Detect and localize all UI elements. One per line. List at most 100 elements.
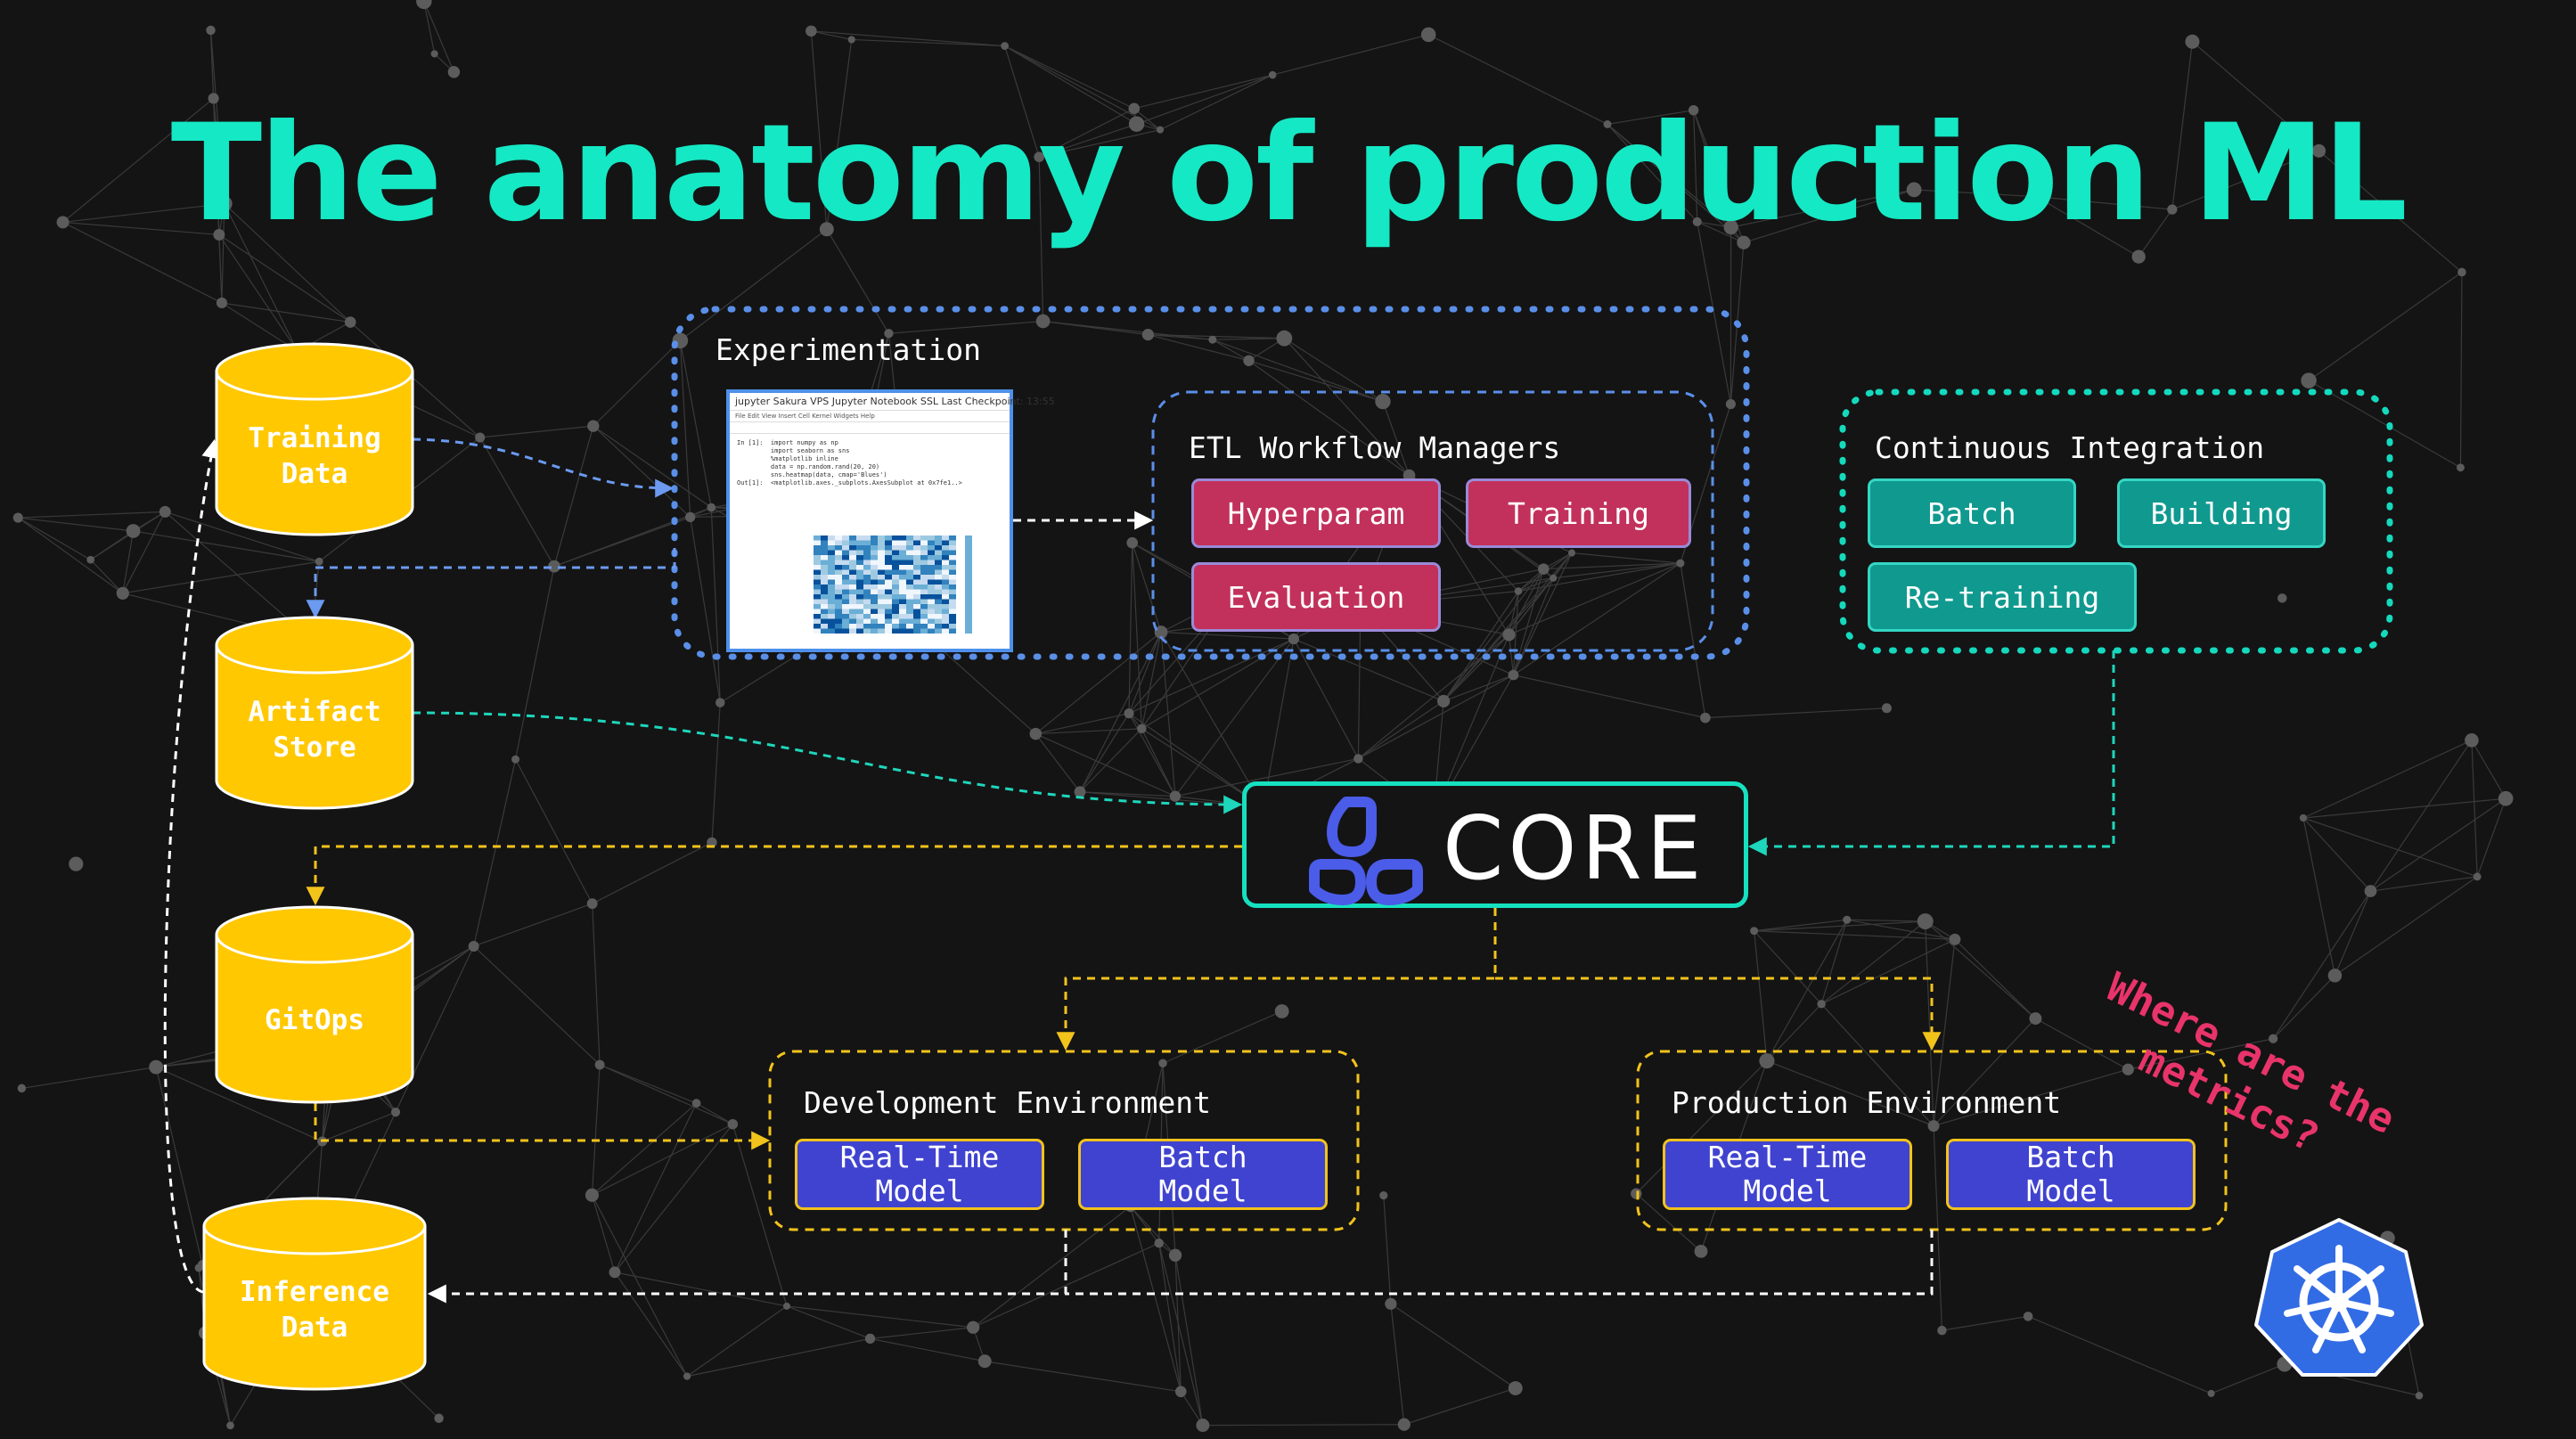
network-line <box>1942 1315 2029 1331</box>
heatmap-cell <box>885 560 892 565</box>
heatmap-cell <box>885 550 892 555</box>
heatmap-cell <box>842 545 849 551</box>
heatmap-cell <box>920 545 928 551</box>
network-line <box>1607 110 1694 126</box>
network-line <box>218 234 223 303</box>
heatmap-cell <box>871 536 878 541</box>
network-node <box>1124 708 1134 719</box>
network-line <box>2370 797 2506 892</box>
network-line <box>1754 930 1768 1061</box>
network-line <box>1174 638 1295 797</box>
heatmap-cell <box>835 545 842 551</box>
dev-realtime-model: Real-Time Model <box>795 1139 1044 1210</box>
heatmap-cell <box>949 585 956 590</box>
heatmap-cell <box>842 569 849 575</box>
prod-realtime-model: Real-Time Model <box>1663 1139 1912 1210</box>
network-line <box>213 98 225 204</box>
heatmap-cell <box>871 589 878 594</box>
heatmap-cell <box>942 550 949 555</box>
heatmap-cell <box>856 550 863 555</box>
network-line <box>614 1102 698 1273</box>
experimentation-label: Experimentation <box>716 332 982 367</box>
heatmap-cell <box>942 609 949 614</box>
network-line <box>1693 110 1698 222</box>
network-node <box>819 222 834 237</box>
heatmap-cell <box>949 560 956 565</box>
heatmap-cell <box>828 579 835 585</box>
heatmap-cell <box>849 609 856 614</box>
network-line <box>1513 562 1681 676</box>
heatmap-cell <box>892 579 899 585</box>
network-line <box>690 517 721 703</box>
heatmap-cell <box>920 594 928 600</box>
network-line <box>1513 674 1705 719</box>
notebook-toolbar <box>730 422 1010 434</box>
network-line <box>1730 189 1915 228</box>
heatmap-cell <box>878 545 885 551</box>
network-line <box>1443 568 1544 702</box>
heatmap-cell <box>842 579 849 585</box>
artifact-store: Artifact Store <box>214 615 415 811</box>
heatmap-cell <box>942 604 949 609</box>
heatmap-cell <box>856 618 863 624</box>
network-line <box>1180 1391 1204 1426</box>
heatmap-cell <box>863 604 871 609</box>
network-node <box>2312 143 2327 158</box>
heatmap-cell <box>821 540 828 545</box>
network-line <box>2318 150 2463 273</box>
heatmap-cell <box>920 609 928 614</box>
network-node <box>1001 42 1010 50</box>
notebook-menu: File Edit View Insert Cell Kernel Widget… <box>730 410 1010 422</box>
heatmap-cell <box>928 614 935 619</box>
heatmap-cell <box>935 579 942 585</box>
network-line <box>2302 797 2506 819</box>
heatmap-cell <box>899 540 906 545</box>
heatmap-cell <box>942 614 949 619</box>
heatmap-cell <box>828 545 835 551</box>
network-line <box>1357 606 1362 759</box>
heatmap-cell <box>871 628 878 634</box>
heatmap-cell <box>920 536 928 541</box>
inference-data-store: Inference Data <box>201 1196 428 1392</box>
heatmap-cell <box>913 550 920 555</box>
heatmap-cell <box>842 536 849 541</box>
heatmap-cell <box>935 560 942 565</box>
heatmap-cell <box>856 599 863 604</box>
network-line <box>2302 817 2478 878</box>
network-line <box>2334 890 2372 977</box>
network-line <box>1212 339 1249 362</box>
network-line <box>1174 757 1359 797</box>
heatmap-cell <box>913 560 920 565</box>
heatmap-cell <box>920 628 928 634</box>
heatmap-cell <box>821 579 828 585</box>
network-line <box>18 517 134 532</box>
network-line <box>514 566 555 760</box>
heatmap-cell <box>828 609 835 614</box>
heatmap-cell <box>885 618 892 624</box>
notebook-code: In [1]: import numpy as np import seabor… <box>737 439 962 486</box>
heatmap-cell <box>863 569 871 575</box>
heatmap-cell <box>935 609 942 614</box>
heatmap-cell <box>920 589 928 594</box>
heatmap-cell <box>949 628 956 634</box>
heatmap-cell <box>906 540 913 545</box>
heatmap-cell <box>949 599 956 604</box>
network-line <box>1933 1125 1943 1331</box>
heatmap-cell <box>863 585 871 590</box>
heatmap-cell <box>899 579 906 585</box>
network-line <box>553 425 594 567</box>
network-node <box>1725 398 1736 410</box>
heatmap-cell <box>856 604 863 609</box>
heatmap-cell <box>849 540 856 545</box>
heatmap-cell <box>814 569 821 575</box>
heatmap-cell <box>821 618 828 624</box>
heatmap-cell <box>842 565 849 570</box>
heatmap-cell <box>863 618 871 624</box>
network-line <box>122 560 320 594</box>
cylinder-icon <box>215 905 414 1104</box>
network-node <box>2364 885 2377 897</box>
network-node <box>434 1413 444 1423</box>
heatmap-cell <box>878 555 885 560</box>
heatmap-cell <box>935 545 942 551</box>
